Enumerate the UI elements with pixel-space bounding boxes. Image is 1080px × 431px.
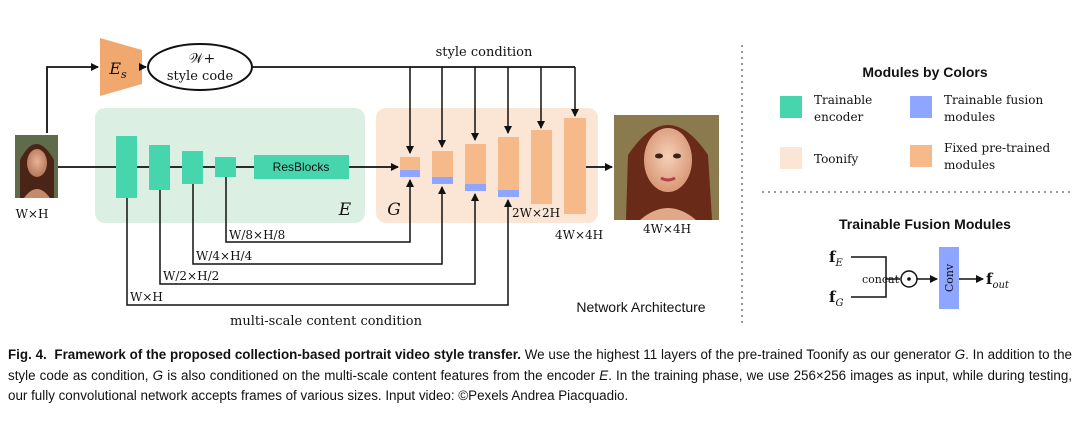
encoder-label: E — [338, 200, 352, 220]
caption-title: Framework of the proposed collection-bas… — [54, 347, 521, 362]
fusion-conv-label: Conv — [943, 263, 956, 292]
legend-swatch-toonify — [780, 147, 802, 169]
legend-label-trainable-fusion-2: modules — [944, 110, 995, 124]
generator-block-2 — [432, 151, 453, 177]
output-size-label: 4W×4H — [643, 222, 691, 236]
generator-block-5 — [531, 130, 552, 204]
scale-label-w4: W/4×H/4 — [196, 249, 253, 263]
legend-title: Modules by Colors — [862, 64, 987, 80]
legend-label-trainable-encoder-2: encoder — [814, 110, 864, 124]
scale-label-w8: W/8×H/8 — [229, 228, 285, 242]
generator-block-6 — [564, 118, 586, 214]
fusion-input-e: fE — [829, 248, 843, 269]
fusion-conv-block — [939, 247, 959, 309]
fusion-module-title: Trainable Fusion Modules — [839, 216, 1011, 232]
input-portrait-image — [15, 135, 58, 198]
skip-connection-w1 — [126, 198, 512, 306]
fusion-block-2 — [432, 177, 453, 184]
generator-block-4 — [498, 137, 519, 190]
legend-label-fixed-pretrained-1: Fixed pre-trained — [944, 141, 1050, 155]
legend-swatch-trainable-encoder — [780, 96, 802, 118]
legend-label-trainable-fusion-1: Trainable fusion — [944, 93, 1043, 107]
style-encoder-label: Es — [108, 59, 127, 81]
network-architecture-title: Network Architecture — [576, 299, 705, 315]
skip-connection-w8 — [225, 177, 414, 243]
architecture-figure: W×H 4W×4H Es 𝒲+ style code style conditi… — [15, 38, 1070, 329]
generator-size-4x-label: 4W×4H — [555, 228, 603, 242]
legend-label-fixed-pretrained-2: modules — [944, 158, 995, 172]
fusion-input-e-line — [851, 256, 900, 280]
input-to-style-encoder-arrow — [46, 63, 99, 133]
style-condition-label: style condition — [436, 45, 533, 60]
resblocks-label: ResBlocks — [273, 160, 330, 174]
legend-label-trainable-encoder-1: Trainable — [814, 93, 872, 107]
legend-swatch-trainable-fusion — [910, 96, 932, 118]
generator-size-2x-label: 2W×2H — [512, 206, 560, 220]
encoder-block-3 — [182, 151, 203, 184]
encoder-block-1 — [116, 136, 137, 198]
fusion-block-3 — [465, 184, 486, 191]
generator-block-1 — [400, 157, 420, 170]
encoder-block-2 — [149, 145, 170, 190]
content-condition-label: multi-scale content condition — [230, 314, 423, 329]
encoder-block-4 — [215, 157, 236, 177]
caption-figure-label: Fig. 4. — [8, 347, 47, 362]
fusion-block-1 — [400, 170, 420, 177]
fusion-input-g: fG — [829, 288, 843, 309]
generator-block-3 — [465, 144, 486, 184]
generator-label: G — [387, 200, 401, 220]
skip-connection-w2 — [159, 190, 479, 285]
input-size-label: W×H — [16, 207, 49, 221]
scale-label-w1: W×H — [130, 290, 163, 304]
style-encoder-block — [100, 38, 142, 96]
skip-connection-w4 — [192, 184, 446, 265]
fusion-concat-label: concat — [862, 273, 900, 286]
output-portrait-image — [614, 115, 719, 220]
fusion-block-4 — [498, 190, 519, 197]
figure-caption: Fig. 4. Framework of the proposed collec… — [8, 347, 1072, 403]
style-code-label: style code — [167, 69, 234, 84]
style-code-symbol: 𝒲+ — [189, 51, 215, 67]
fusion-output: fout — [986, 270, 1010, 291]
legend-label-toonify: Toonify — [814, 152, 859, 166]
resblocks-block — [254, 155, 349, 179]
legend-swatch-fixed-pretrained — [910, 145, 932, 167]
scale-label-w2: W/2×H/2 — [163, 269, 219, 283]
fusion-input-g-line — [851, 279, 887, 298]
